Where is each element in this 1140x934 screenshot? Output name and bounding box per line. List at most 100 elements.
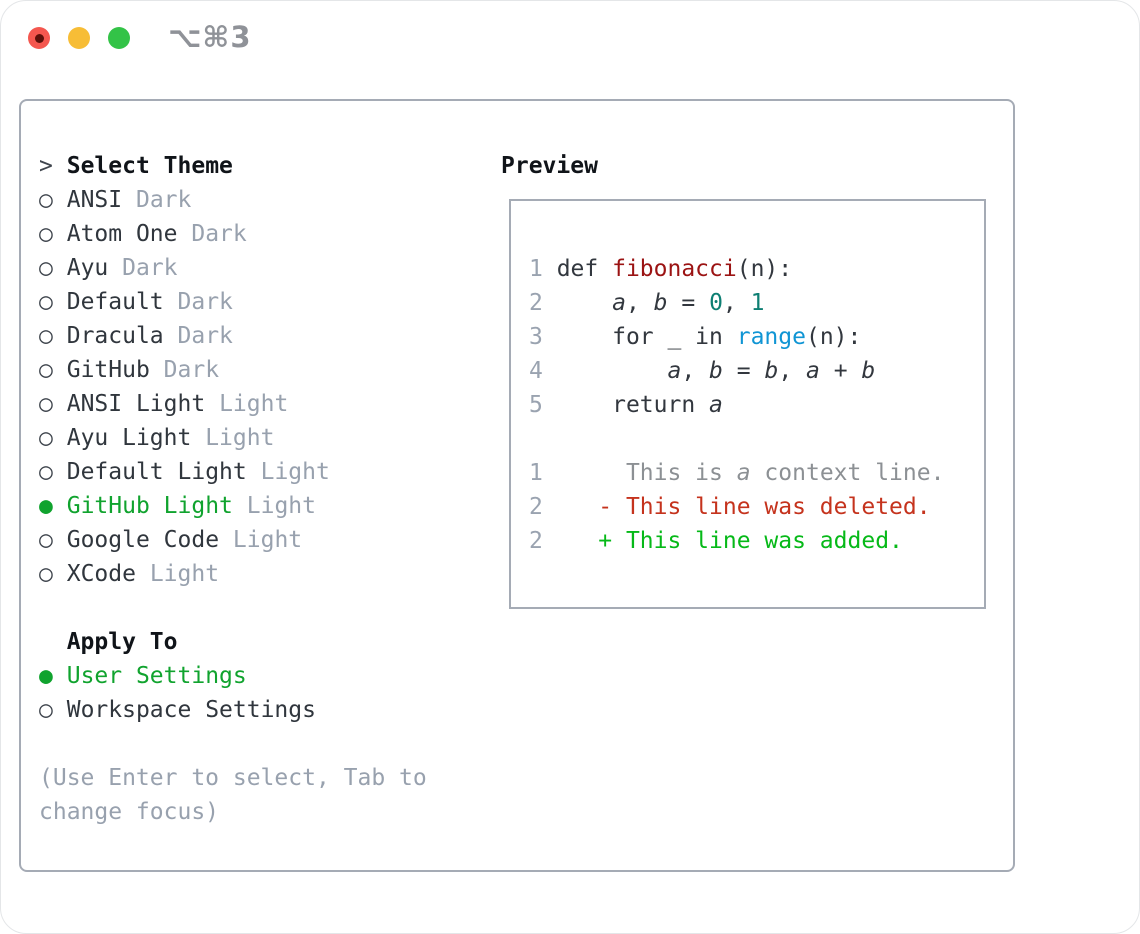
code-line: 4 a, b = b, a + b (529, 354, 944, 388)
option-variant-label: Light (205, 425, 275, 451)
gap (53, 391, 67, 417)
select-theme-title: Select Theme (66, 153, 233, 179)
gap (53, 425, 67, 451)
select-theme-header: > Select Theme (39, 149, 463, 183)
option-label: GitHub (66, 357, 150, 383)
code-token: a (709, 392, 723, 418)
option-variant-label: Dark (177, 323, 233, 349)
gap (53, 697, 67, 723)
theme-option[interactable]: ○ GitHub Dark (39, 353, 463, 387)
keyboard-hint: (Use Enter to select, Tab to change focu… (39, 765, 441, 825)
theme-option[interactable]: ○ ANSI Light Light (39, 387, 463, 421)
code-token: a (806, 358, 820, 384)
code-token: (n): (736, 256, 793, 282)
gap (178, 221, 192, 247)
gap (53, 357, 67, 383)
gap (233, 493, 247, 519)
code-token: a (667, 358, 682, 384)
gap (53, 221, 67, 247)
preview-title: Preview (501, 153, 598, 179)
option-label: Default Light (66, 459, 247, 485)
code-token (557, 358, 668, 384)
radio-icon: ○ (39, 221, 53, 247)
code-token: This is (556, 460, 737, 486)
code-token: + This line was added. (556, 528, 903, 554)
line-number: 3 (529, 324, 557, 350)
theme-option[interactable]: ○ Default Light Light (39, 455, 463, 489)
gap (191, 425, 205, 451)
radio-icon: ○ (39, 289, 53, 315)
code-token: + (819, 358, 862, 384)
traffic-lights (28, 27, 130, 49)
gap (136, 561, 150, 587)
code-token: 1 (750, 290, 765, 316)
line-number (529, 426, 543, 452)
code-token: b (653, 290, 668, 316)
option-variant-label: Dark (191, 221, 247, 247)
option-label: ANSI (66, 187, 123, 213)
code-token: - This line was deleted. (556, 494, 931, 520)
line-number: 2 (529, 494, 557, 520)
option-label: GitHub Light (66, 493, 233, 519)
radio-icon: ○ (39, 357, 53, 383)
apply-option[interactable]: ○ Workspace Settings (39, 693, 463, 727)
close-button[interactable] (28, 27, 50, 49)
option-label: ANSI Light (66, 391, 206, 417)
theme-option[interactable]: ○ Atom One Dark (39, 217, 463, 251)
theme-picker-left-column: > Select Theme ○ ANSI Dark○ Atom One Dar… (39, 149, 463, 829)
gap (164, 323, 178, 349)
code-token: range (736, 324, 806, 350)
option-label: XCode (66, 561, 136, 587)
diff-deleted-line: 2 - This line was deleted. (529, 490, 944, 524)
option-label: Google Code (66, 527, 220, 553)
option-label: User Settings (66, 663, 247, 689)
radio-icon: ○ (39, 697, 53, 723)
theme-option[interactable]: ○ XCode Light (39, 557, 463, 591)
code-token (557, 290, 612, 316)
radio-icon: ○ (39, 425, 53, 451)
theme-option[interactable]: ○ Google Code Light (39, 523, 463, 557)
radio-icon: ○ (39, 323, 53, 349)
option-variant-label: Dark (122, 255, 178, 281)
option-label: Dracula (66, 323, 164, 349)
minimize-button[interactable] (68, 27, 90, 49)
selection-cursor: > (39, 153, 53, 179)
code-token: for _ in (556, 324, 737, 350)
code-token: , (778, 358, 807, 384)
code-token: , (625, 290, 654, 316)
theme-option[interactable]: ○ Dracula Dark (39, 319, 463, 353)
code-token: context line. (750, 460, 945, 486)
zoom-button[interactable] (108, 27, 130, 49)
code-token: return (556, 392, 710, 418)
option-variant-label: Dark (177, 289, 233, 315)
code-token: (n): (805, 324, 862, 350)
radio-selected-icon: ● (39, 663, 53, 689)
radio-icon: ○ (39, 459, 53, 485)
option-label: Ayu Light (66, 425, 192, 451)
radio-icon: ○ (39, 187, 53, 213)
apply-option[interactable]: ● User Settings (39, 659, 463, 693)
code-token: a (736, 460, 751, 486)
theme-option[interactable]: ○ Ayu Light Light (39, 421, 463, 455)
gap (53, 323, 67, 349)
code-line: 5 return a (529, 388, 944, 422)
line-number: 2 (529, 290, 557, 316)
gap (122, 187, 136, 213)
code-token: a (612, 290, 626, 316)
theme-option[interactable]: ○ Ayu Dark (39, 251, 463, 285)
code-line: 3 for _ in range(n): (529, 320, 944, 354)
gap (53, 459, 67, 485)
code-token: = (667, 290, 710, 316)
code-token: , (722, 290, 751, 316)
radio-icon: ○ (39, 527, 53, 553)
gap (108, 255, 122, 281)
option-variant-label: Light (260, 459, 330, 485)
theme-option[interactable]: ○ ANSI Dark (39, 183, 463, 217)
theme-option[interactable]: ● GitHub Light Light (39, 489, 463, 523)
theme-option[interactable]: ○ Default Dark (39, 285, 463, 319)
apply-to-list: ● User Settings○ Workspace Settings (39, 659, 463, 727)
code-token: b (764, 358, 779, 384)
radio-icon: ○ (39, 391, 53, 417)
